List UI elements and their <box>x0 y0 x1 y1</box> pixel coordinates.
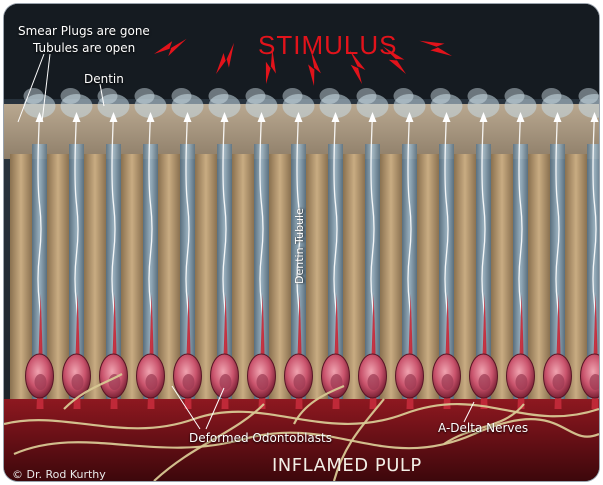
odontoblast-nucleus <box>257 374 269 390</box>
smear-plugs-label: Smear Plugs are gone <box>18 25 150 37</box>
fluid-mist-puff <box>542 88 562 104</box>
fluid-mist-puff <box>24 88 44 104</box>
odontoblast-nucleus <box>220 374 232 390</box>
fluid-mist-puff <box>246 88 266 104</box>
fluid-mist-puff <box>431 88 451 104</box>
deformed-odontoblasts-label: Deformed Odontoblasts <box>189 432 332 444</box>
fluid-mist-puff <box>468 88 488 104</box>
odontoblast-nucleus <box>516 374 528 390</box>
fluid-mist-puff <box>283 88 303 104</box>
tubules-open-label: Tubules are open <box>33 42 135 54</box>
copyright-label: © Dr. Rod Kurthy <box>12 469 106 480</box>
fluid-mist-puff <box>505 88 525 104</box>
dentin-label: Dentin <box>84 73 124 85</box>
odontoblast-nucleus <box>183 374 195 390</box>
odontoblast-nucleus <box>72 374 84 390</box>
odontoblast-nucleus <box>146 374 158 390</box>
odontoblast-nucleus <box>405 374 417 390</box>
a-delta-nerves-label: A-Delta Nerves <box>438 422 528 434</box>
fluid-mist-puff <box>579 88 599 104</box>
fluid-mist-puff <box>98 88 118 104</box>
fluid-mist-puff <box>209 88 229 104</box>
fluid-mist-puff <box>172 88 192 104</box>
fluid-mist-puff <box>320 88 340 104</box>
odontoblast-nucleus <box>479 374 491 390</box>
stimulus-title: STIMULUS <box>258 32 397 58</box>
odontoblast-nucleus <box>368 374 380 390</box>
dentin-tubule-label: Dentin Tubule <box>294 208 305 284</box>
fluid-mist-puff <box>61 88 81 104</box>
dentin-hypersensitivity-diagram: STIMULUS Smear Plugs are gone Tubules ar… <box>4 4 599 481</box>
fluid-mist-puff <box>357 88 377 104</box>
odontoblast-nucleus <box>294 374 306 390</box>
fluid-mist-puff <box>394 88 414 104</box>
inflamed-pulp-label: INFLAMED PULP <box>272 457 422 475</box>
fluid-mist-puff <box>135 88 155 104</box>
odontoblast-nucleus <box>35 374 47 390</box>
odontoblast-nucleus <box>553 374 565 390</box>
odontoblast-nucleus <box>442 374 454 390</box>
